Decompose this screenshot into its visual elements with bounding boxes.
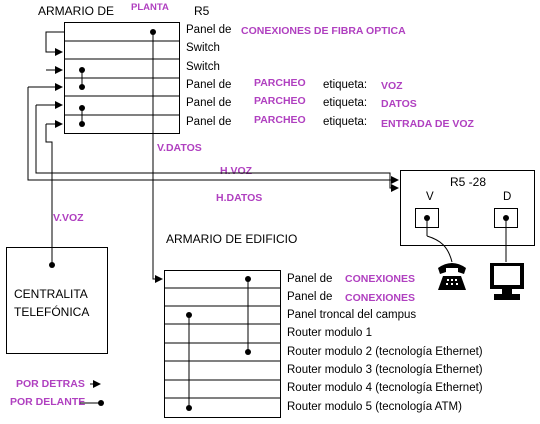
junction-dot <box>49 262 55 268</box>
junction-dot <box>79 121 85 127</box>
row-value: ENTRADA DE VOZ <box>381 118 474 130</box>
row-highlight: PARCHEO <box>254 95 306 107</box>
wire-h-datos <box>35 105 399 192</box>
wire-v-datos <box>152 32 163 283</box>
r5-28-title: R5 -28 <box>450 175 487 189</box>
wire-label-h-voz: H.VOZ <box>220 165 253 177</box>
wire-label-h-datos: H.DATOS <box>216 192 263 204</box>
row-highlight: PARCHEO <box>254 77 306 89</box>
centralita-box <box>6 247 108 354</box>
wire-h-voz <box>27 87 399 184</box>
legend-por-delante: POR DELANTE <box>10 396 86 408</box>
junction-dot <box>186 312 192 318</box>
junction-dot <box>245 349 251 355</box>
row-etiqueta: etiqueta: <box>323 116 368 128</box>
legend-dot <box>98 400 104 406</box>
armario-planta-title-prefix: ARMARIO DE <box>38 4 115 18</box>
armario-planta-title-highlight: PLANTA <box>131 2 169 13</box>
row-highlight: CONEXIONES DE FIBRA OPTICA <box>241 25 406 37</box>
row-label: Panel de <box>186 116 232 128</box>
row-value: DATOS <box>381 98 417 110</box>
wire-fibra-switch-back <box>45 31 64 56</box>
row-label: Panel de <box>186 24 232 36</box>
wire-label-v-datos: V.DATOS <box>157 142 202 154</box>
centralita-line1: CENTRALITA <box>14 287 88 301</box>
row-label: Panel de <box>287 291 333 303</box>
armario-planta-title-suffix: R5 <box>194 4 210 18</box>
computer-monitor-icon <box>490 263 524 300</box>
armario-edificio-row: Router modulo 5 (tecnología ATM) <box>287 401 462 413</box>
armario-edificio-rack <box>164 270 281 418</box>
armario-edificio-title: ARMARIO DE EDIFICIO <box>166 232 298 246</box>
row-label: Panel de <box>287 273 333 285</box>
row-highlight: CONEXIONES <box>345 292 416 304</box>
junction-dot <box>150 29 156 35</box>
row-value: VOZ <box>381 80 403 92</box>
r5-28-box <box>400 170 535 246</box>
row-label: Panel de <box>186 97 232 109</box>
armario-edificio-row: Router modulo 3 (tecnología Ethernet) <box>287 364 483 376</box>
legend-por-detras: POR DETRAS <box>16 378 85 390</box>
r5-28-port-v-label: V <box>426 191 434 203</box>
junction-dot <box>79 84 85 90</box>
wire-label-v-voz: V.VOZ <box>53 212 84 224</box>
row-highlight: PARCHEO <box>254 114 306 126</box>
armario-edificio-row: Router modulo 1 <box>287 327 373 339</box>
row-etiqueta: etiqueta: <box>323 97 368 109</box>
row-label: Switch <box>186 61 220 73</box>
armario-edificio-row: Panel troncal del campus <box>287 309 417 321</box>
junction-dot <box>424 215 430 221</box>
row-label: Switch <box>186 42 220 54</box>
junction-dot <box>79 105 85 111</box>
telephone-icon <box>438 263 466 290</box>
r5-28-port-d-label: D <box>503 191 512 203</box>
junction-dot <box>186 405 192 411</box>
centralita-line2: TELEFÓNICA <box>14 305 90 319</box>
wire-port-v-phone-2 <box>426 235 453 263</box>
armario-edificio-row: Router modulo 2 (tecnología Ethernet) <box>287 346 483 358</box>
wire-v-voz <box>45 124 53 265</box>
row-label: Panel de <box>186 79 232 91</box>
armario-edificio-row: Router modulo 4 (tecnología Ethernet) <box>287 382 483 394</box>
junction-dot <box>79 67 85 73</box>
row-highlight: CONEXIONES <box>345 273 416 285</box>
row-etiqueta: etiqueta: <box>323 79 368 91</box>
junction-dot <box>245 276 251 282</box>
junction-dot <box>503 215 509 221</box>
